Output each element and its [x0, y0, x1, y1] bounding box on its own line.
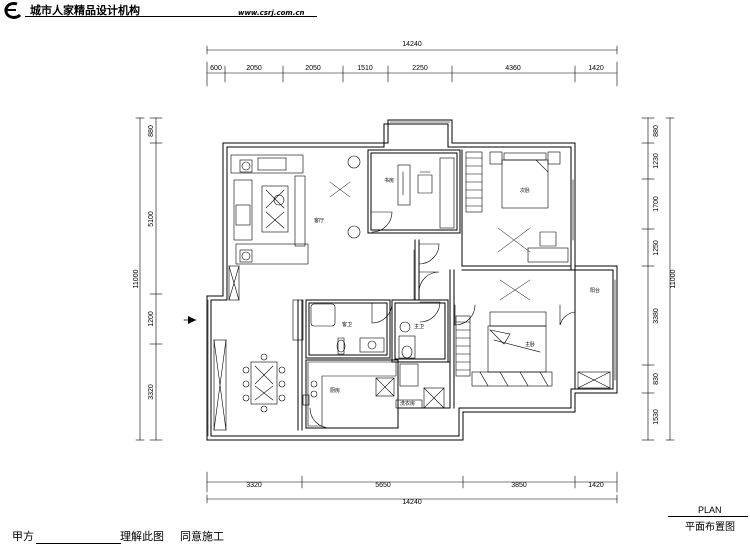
dim-right-3: 1700 [653, 196, 660, 212]
label-study: 书房 [384, 177, 394, 184]
bathroom-fixtures [310, 303, 416, 359]
plan-subtitle: 平面布置图 [685, 522, 735, 533]
bedroom2-furniture [465, 151, 569, 263]
footer-agree: 同意施工 [180, 530, 224, 543]
dim-left-2: 5100 [148, 211, 155, 227]
dim-bottom-4: 1420 [588, 482, 604, 489]
dim-top-7: 1420 [588, 65, 604, 72]
label-master-bath: 主卫 [414, 323, 424, 330]
dim-left-1: 880 [148, 125, 155, 137]
label-master-bedroom: 主卧 [525, 341, 535, 348]
label-balcony: 阳台 [590, 287, 600, 294]
header-rule [25, 16, 317, 17]
dim-top-total: 14240 [402, 41, 422, 48]
walls [206, 119, 618, 441]
footer-party: 甲方 [12, 530, 34, 543]
dim-right-5: 3380 [653, 308, 660, 324]
signature-line [36, 543, 121, 544]
plan-title: PLAN [698, 505, 722, 515]
footer-understood: 理解此图 [120, 530, 164, 543]
label-kitchen: 厨房 [330, 387, 340, 394]
dim-bottom-total: 14240 [402, 499, 422, 506]
kitchen-fixtures [307, 361, 445, 427]
label-guest-bath: 客卫 [342, 321, 352, 328]
dim-bottom-2: 5650 [375, 482, 391, 489]
dim-right-4: 1250 [653, 240, 660, 256]
plan-title-rule [668, 516, 748, 517]
company-name: 城市人家精品设计机构 [30, 4, 140, 17]
dim-top-2: 2050 [246, 65, 262, 72]
study-furniture [397, 157, 455, 229]
dim-top-1: 600 [210, 65, 222, 72]
dim-top-6: 4360 [505, 65, 521, 72]
dim-left-4: 3320 [148, 384, 155, 400]
master-bedroom-furniture [455, 311, 611, 389]
logo-mark [4, 1, 22, 19]
dim-right-6: 830 [653, 373, 660, 385]
dining-furniture [213, 299, 310, 431]
dim-left-3: 1200 [148, 311, 155, 327]
dim-right-2: 1230 [653, 153, 660, 169]
label-laundry: 洗衣房 [400, 400, 415, 407]
company-url: www.csrj.com.cn [238, 9, 305, 17]
dim-right-1: 880 [653, 125, 660, 137]
dim-bottom-3: 3850 [511, 482, 527, 489]
label-bedroom2: 次卧 [520, 187, 530, 194]
dim-right-total: 11000 [670, 269, 677, 288]
label-living: 客厅 [314, 217, 324, 224]
doors [309, 211, 576, 429]
dim-top-5: 2250 [412, 65, 428, 72]
dim-bottom-1: 3320 [246, 482, 262, 489]
entrance-arrow-icon [183, 316, 197, 324]
dim-left-total: 11000 [133, 269, 140, 288]
dim-top-4: 1510 [357, 65, 373, 72]
dim-top-3: 2050 [305, 65, 321, 72]
dim-right-7: 1530 [653, 409, 660, 425]
living-room-furniture [228, 154, 361, 301]
light-fixtures [329, 181, 531, 301]
dimension-lines [135, 45, 675, 504]
windows [207, 121, 616, 437]
